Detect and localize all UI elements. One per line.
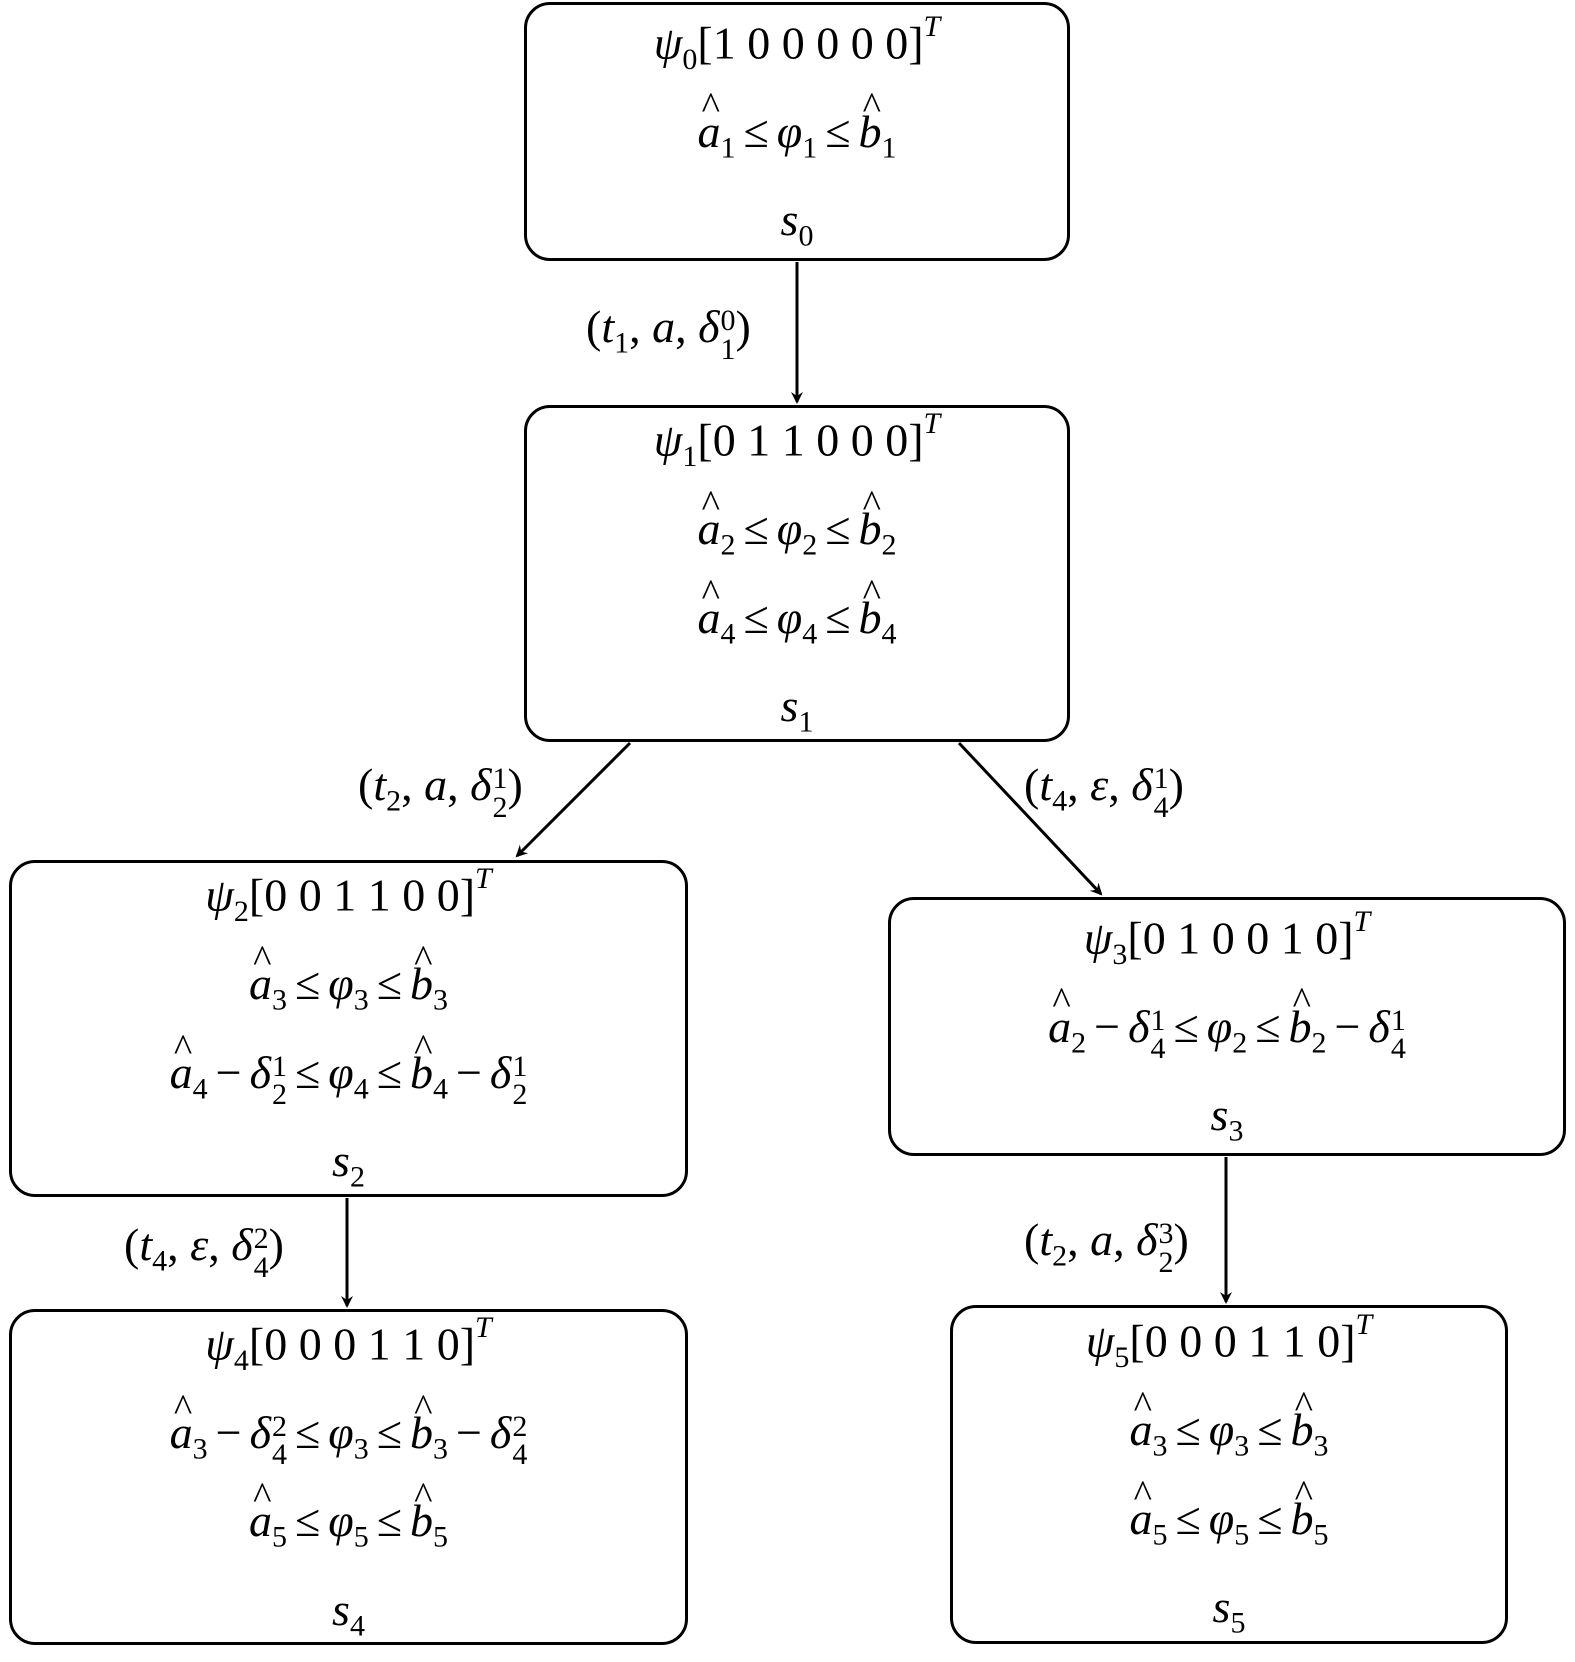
state-node-s5: ψ5[0 0 0 1 1 0]T a3≤φ3≤b3 a5≤φ5≤b5 s5	[950, 1305, 1508, 1644]
clock-constraint: a4−δ12≤φ4≤b4−δ12	[170, 1037, 528, 1126]
vector-text: [0 0 0 1 1 0]	[248, 1318, 476, 1370]
clock-constraint: a3−δ24≤φ3≤b3−δ24	[170, 1397, 528, 1486]
state-node-s3: ψ3[0 1 0 0 1 0]T a2−δ14≤φ2≤b2−δ14 s3	[888, 897, 1566, 1156]
marking-vector: ψ0[1 0 0 0 0 0]T	[653, 9, 941, 76]
edge-s1-s2	[515, 741, 632, 858]
state-node-s0: ψ0[1 0 0 0 0 0]T a1≤φ1≤b1 s0	[524, 2, 1070, 261]
edge-s1-s3	[957, 741, 1103, 896]
vector-text: [0 1 1 0 0 0]	[697, 414, 924, 466]
clock-constraint: a5≤φ5≤b5	[1130, 1483, 1329, 1572]
marking-vector: ψ5[0 0 0 1 1 0]T	[1085, 1308, 1373, 1375]
clock-constraint: a3≤φ3≤b3	[249, 948, 448, 1037]
clock-constraint: a2≤φ2≤b2	[698, 493, 897, 582]
marking-vector: ψ2[0 0 1 1 0 0]T	[205, 862, 492, 929]
state-label: s1	[780, 680, 814, 739]
state-node-s4: ψ4[0 0 0 1 1 0]T a3−δ24≤φ3≤b3−δ24 a5≤φ5≤…	[9, 1309, 688, 1645]
clock-constraint: a3≤φ3≤b3	[1130, 1394, 1329, 1483]
marking-vector: ψ3[0 1 0 0 1 0]T	[1083, 904, 1371, 971]
vector-text: [0 1 0 0 1 0]	[1127, 912, 1354, 963]
state-node-s1: ψ1[0 1 1 0 0 0]T a2≤φ2≤b2 a4≤φ4≤b4 s1	[524, 405, 1070, 742]
clock-constraint: a5≤φ5≤b5	[249, 1485, 448, 1574]
clock-constraint: a1≤φ1≤b1	[698, 96, 897, 185]
state-label: s4	[332, 1583, 365, 1643]
clock-constraint: a4≤φ4≤b4	[698, 582, 897, 671]
state-node-s2: ψ2[0 0 1 1 0 0]T a3≤φ3≤b3 a4−δ12≤φ4≤b4−δ…	[9, 860, 688, 1197]
vector-text: [1 0 0 0 0 0]	[697, 17, 924, 68]
state-label: s3	[1210, 1089, 1244, 1148]
vector-text: [0 0 1 1 0 0]	[248, 869, 476, 921]
vector-text: [0 0 0 1 1 0]	[1129, 1315, 1356, 1367]
marking-vector: ψ4[0 0 0 1 1 0]T	[205, 1310, 492, 1377]
clock-constraint: a2−δ14≤φ2≤b2−δ14	[1048, 991, 1406, 1080]
state-label: s5	[1212, 1581, 1246, 1640]
marking-vector: ψ1[0 1 1 0 0 0]T	[653, 407, 941, 474]
state-label: s2	[332, 1135, 365, 1194]
state-label: s0	[780, 194, 814, 253]
